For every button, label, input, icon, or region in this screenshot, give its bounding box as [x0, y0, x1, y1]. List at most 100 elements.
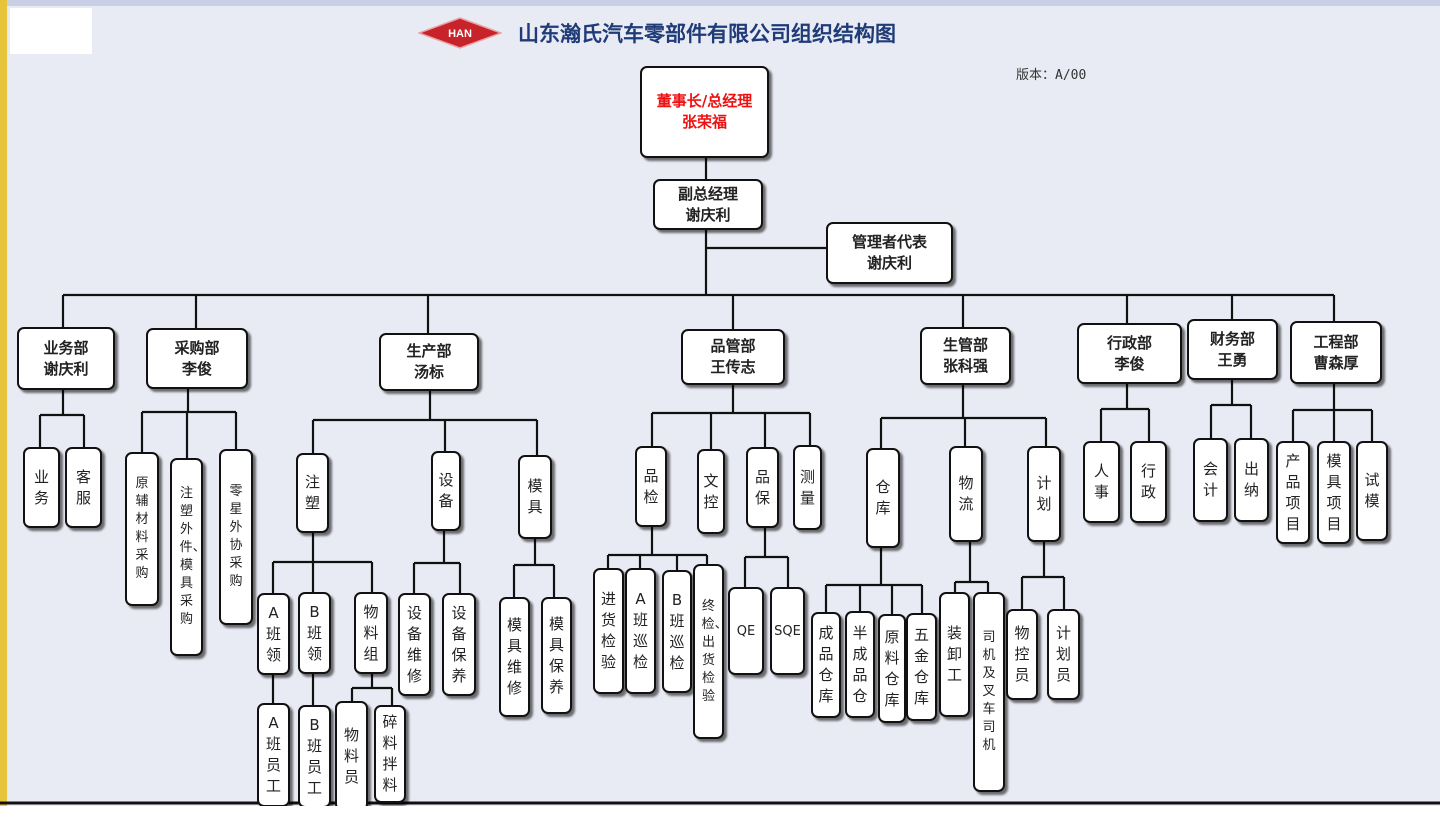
node-label: 原料仓库: [884, 627, 900, 709]
node-trial: 试模: [1356, 441, 1388, 541]
node-label: 物控员: [1014, 624, 1030, 684]
node-mold: 模具: [518, 455, 552, 539]
node-label: 物料员: [343, 725, 359, 786]
node-label: 终检、出货检验: [701, 598, 728, 704]
node-b-patrol: B班巡检: [662, 570, 692, 693]
logo-diamond: [418, 17, 502, 49]
node-admin: 行政部李俊: [1077, 323, 1182, 384]
node-hr: 人事: [1083, 441, 1120, 523]
node-label: 进货检验: [600, 590, 616, 671]
node-person: 汤标: [413, 363, 444, 381]
node-raw-wh: 原料仓库: [878, 614, 906, 723]
node-person: 王传志: [710, 358, 756, 376]
node-purchase: 采购部李俊: [146, 328, 248, 389]
node-vgm: 副总经理谢庆利: [653, 179, 763, 230]
node-acct: 会计: [1193, 438, 1228, 522]
node-label: A班领: [265, 603, 281, 664]
node-b-staff: B班员工: [298, 705, 331, 808]
node-doc: 文控: [697, 449, 725, 534]
node-label: A班员工: [265, 714, 281, 795]
node-hw-wh: 五金仓库: [906, 613, 937, 721]
node-title: 采购部: [174, 338, 220, 357]
node-label: 模具: [527, 477, 543, 516]
node-person: 张荣福: [681, 113, 727, 131]
node-label: 模具维修: [506, 616, 522, 697]
node-md-rep: 模具维修: [499, 597, 530, 717]
node-adm: 行政: [1130, 441, 1167, 523]
node-label: 品保: [754, 467, 770, 507]
node-mgr-rep: 管理者代表谢庆利: [826, 222, 953, 284]
node-label: 注塑: [304, 473, 320, 512]
node-title: 管理者代表: [851, 233, 927, 251]
node-logi: 物流: [949, 446, 983, 542]
node-label: 碎料拌料: [382, 713, 398, 794]
sheet-bottom-area: [0, 806, 1440, 840]
node-title: 品管部: [710, 337, 756, 355]
node-label: 计划员: [1055, 624, 1071, 684]
node-person: 曹森厚: [1313, 353, 1359, 372]
node-person: 王勇: [1217, 350, 1248, 369]
node-label: B班巡检: [669, 590, 685, 672]
node-label: 五金仓库: [913, 626, 929, 707]
node-label: 试模: [1364, 471, 1380, 510]
node-label: 行政: [1140, 462, 1156, 501]
node-qa: 品保: [746, 447, 779, 528]
node-person: 谢庆利: [43, 359, 89, 378]
chart-title: 山东瀚氏汽车零部件有限公司组织结构图: [518, 22, 896, 46]
node-mat-staff: 物料员: [335, 701, 368, 811]
node-engineering: 工程部曹森厚: [1290, 321, 1382, 384]
node-s-biz: 业务: [23, 447, 60, 528]
node-label: 装卸工: [946, 624, 962, 684]
node-label: B班领: [306, 602, 322, 663]
logo-text: HAN: [448, 28, 472, 40]
node-equip: 设备: [431, 451, 461, 531]
node-label: 成品仓库: [818, 624, 834, 705]
node-inj: 注塑: [296, 453, 329, 533]
node-eq-rep: 设备维修: [398, 593, 431, 696]
node-person: 谢庆利: [866, 254, 912, 272]
node-label: 设备维修: [406, 603, 422, 685]
node-quality: 品管部王传志: [681, 329, 785, 385]
node-title: 工程部: [1313, 332, 1359, 351]
node-qc: 品检: [635, 446, 667, 527]
node-label: B班员工: [306, 715, 322, 797]
node-final: 终检、出货检验: [693, 564, 728, 739]
node-sales: 业务部谢庆利: [17, 327, 115, 390]
node-prod-proj: 产品项目: [1276, 441, 1310, 544]
node-label: 客服: [75, 467, 91, 507]
node-prodmgmt: 生管部张科强: [920, 327, 1011, 385]
node-label: 出纳: [1243, 460, 1259, 499]
node-title: 业务部: [43, 338, 89, 357]
node-label: 物流: [958, 474, 974, 513]
node-b-lead: B班领: [298, 592, 331, 674]
node-label: A班巡检: [632, 590, 648, 671]
node-person: 李俊: [1114, 354, 1145, 373]
node-a-patrol: A班巡检: [625, 568, 656, 694]
node-crush: 碎料拌料: [374, 705, 406, 803]
node-p-out: 零星外协采购: [219, 449, 253, 625]
node-person: 谢庆利: [685, 205, 731, 224]
node-label: 业务: [33, 467, 49, 507]
node-p-raw: 原辅材料采购: [125, 452, 159, 606]
node-label: 人事: [1093, 462, 1109, 501]
node-incoming: 进货检验: [593, 568, 624, 694]
node-label: SQE: [774, 623, 801, 639]
node-qe: QE: [728, 587, 764, 675]
node-md-mnt: 模具保养: [541, 597, 572, 714]
node-label: 仓库: [875, 478, 891, 517]
node-s-service: 客服: [65, 447, 102, 528]
node-sqe: SQE: [770, 587, 805, 675]
node-label: 品检: [643, 466, 659, 506]
node-title: 生产部: [406, 342, 452, 360]
node-eq-mnt: 设备保养: [442, 593, 476, 696]
node-title: 行政部: [1106, 333, 1152, 352]
node-label: 计划: [1036, 474, 1052, 513]
node-label: 物料组: [363, 602, 379, 663]
node-finance: 财务部王勇: [1187, 319, 1278, 380]
node-label: 原辅材料采购: [135, 476, 149, 581]
version-label: 版本：A/00: [1016, 68, 1087, 83]
node-plan: 计划: [1027, 446, 1061, 542]
node-label: 测量: [799, 467, 815, 507]
